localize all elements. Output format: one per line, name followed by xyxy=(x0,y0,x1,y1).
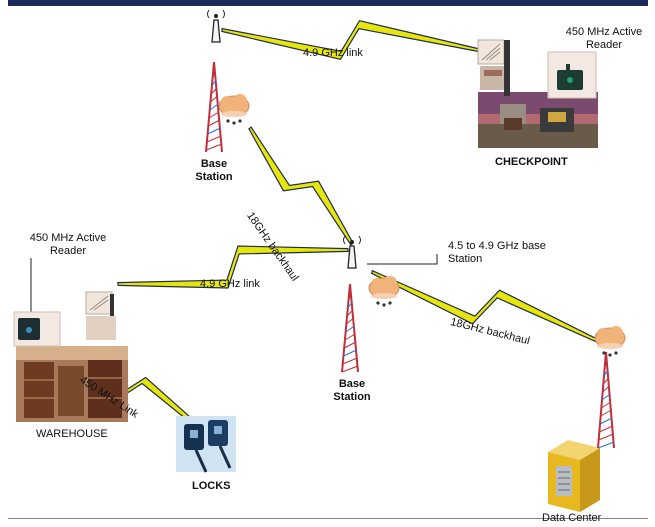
base-station-mid-label: Base Station xyxy=(333,378,371,403)
base-range-leader xyxy=(367,254,438,265)
omni-antenna-icon-mid xyxy=(343,235,361,269)
cloud-icon-right xyxy=(594,326,626,357)
omni-antenna-icon-top xyxy=(207,9,225,43)
mid-link-label: 4.9 GHz link xyxy=(200,278,260,290)
tower-icon-top xyxy=(205,61,223,153)
top-link-label: 4.9 GHz link xyxy=(303,47,363,59)
link-mid-4-9ghz xyxy=(117,245,349,289)
checkpoint-image xyxy=(478,92,598,148)
panel-antenna-icon-warehouse xyxy=(85,291,116,340)
base-range-label: 4.5 to 4.9 GHz base Station xyxy=(448,240,546,265)
data-center-label: Data Center xyxy=(542,512,602,524)
reader-top-label: 450 MHz Active Reader xyxy=(565,26,643,51)
checkpoint-label: CHECKPOINT xyxy=(495,156,568,168)
tower-icon-mid xyxy=(341,283,359,373)
base-station-top-label: Base Station xyxy=(195,158,233,183)
top-border xyxy=(8,0,648,6)
warehouse-label: WAREHOUSE xyxy=(36,428,108,440)
panel-antenna-icon xyxy=(477,39,510,96)
reader-icon-warehouse xyxy=(13,311,61,347)
warehouse-image xyxy=(16,346,128,422)
reader-left-label: 450 MHz Active Reader xyxy=(29,232,107,257)
server-icon xyxy=(548,440,600,512)
lock-icon xyxy=(176,416,236,473)
tower-icon-right xyxy=(597,351,615,449)
reader-icon xyxy=(547,51,597,99)
locks-label: LOCKS xyxy=(192,480,231,492)
bottom-rule xyxy=(8,518,648,519)
cloud-icon-mid xyxy=(368,276,400,307)
cloud-icon-top xyxy=(218,94,250,125)
